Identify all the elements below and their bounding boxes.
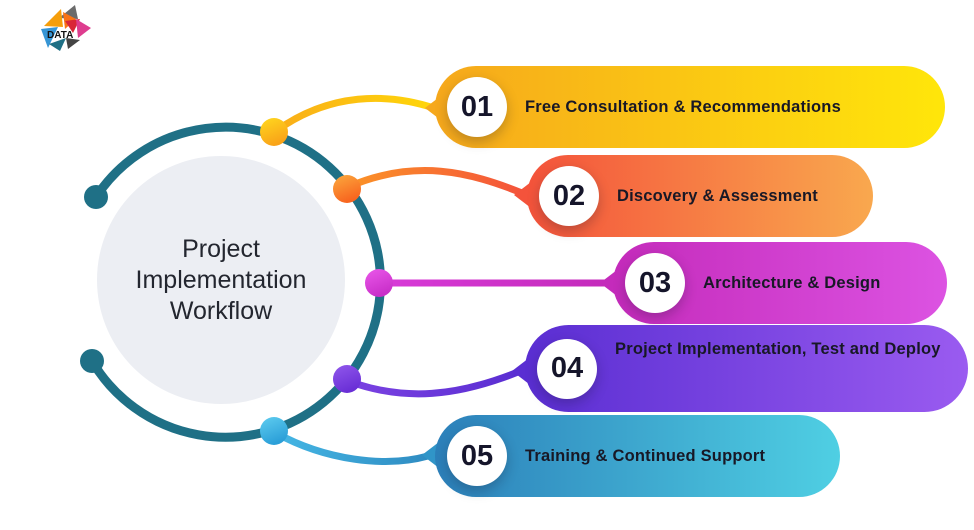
hub-title-line: Workflow <box>169 296 273 325</box>
pill-tab-5 <box>422 442 439 468</box>
step-number-badge: 03 <box>625 253 685 313</box>
pill-tab-3 <box>600 270 617 296</box>
step-number-badge: 02 <box>539 166 599 226</box>
hub-circle: Project Implementation Workflow <box>91 150 351 410</box>
ring-dot-1 <box>260 118 288 146</box>
ring-dot-3 <box>365 269 393 297</box>
hub-title-line: Implementation <box>135 265 307 294</box>
step-pill-2: 02 Discovery & Assessment <box>527 155 873 237</box>
logo-shape <box>41 27 58 48</box>
logo-shape <box>66 38 80 49</box>
step-number-badge: 04 <box>537 338 597 399</box>
connector-step-1 <box>272 94 438 135</box>
step-number-badge: 01 <box>447 77 507 137</box>
connector-step-2 <box>344 167 526 197</box>
ring-dot-5 <box>260 417 288 445</box>
step-label: Free Consultation & Recommendations <box>525 97 841 116</box>
step-label: Training & Continued Support <box>525 446 766 465</box>
logo-shape <box>65 19 80 33</box>
logo-shape <box>44 9 63 27</box>
hub-title-line: Project <box>182 234 260 263</box>
brand-logo: DATA <box>41 5 91 51</box>
step-label: Project Implementation, Test and Deploy <box>615 340 941 358</box>
step-pill-3: 03 Architecture & Design <box>613 242 947 324</box>
logo-text: DATA <box>47 30 73 41</box>
step-label: Architecture & Design <box>703 273 881 292</box>
ring-dot-4 <box>333 365 361 393</box>
ring-end-cap-bottom <box>80 349 104 373</box>
connector-step-4 <box>344 368 522 398</box>
connector-step-5 <box>272 429 432 465</box>
step-pill-5: 05 Training & Continued Support <box>435 415 840 497</box>
ring-end-cap-top <box>84 185 108 209</box>
pill-tab-4 <box>512 358 529 384</box>
step-pill-1: 01 Free Consultation & Recommendations <box>435 66 945 148</box>
step-label: Discovery & Assessment <box>617 186 818 205</box>
logo-shape <box>76 19 91 38</box>
ring-dot-2 <box>333 175 361 203</box>
step-pill-4: 04 Project Implementation, Test and Depl… <box>525 325 968 412</box>
logo-shape <box>49 38 66 51</box>
pill-tab-2 <box>514 182 531 208</box>
step-number-badge: 05 <box>447 426 507 486</box>
